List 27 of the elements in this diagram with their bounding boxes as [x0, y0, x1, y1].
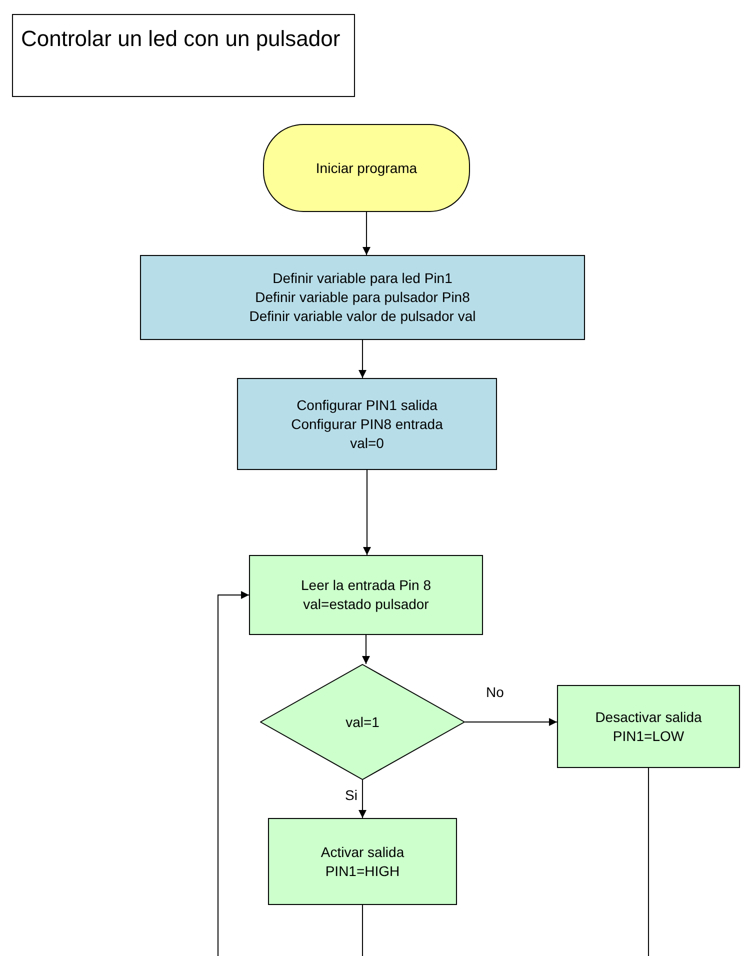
process-box [268, 818, 457, 905]
arrow [218, 591, 250, 956]
node-text: val=1 [344, 712, 380, 732]
title: Controlar un led con un pulsador [12, 14, 355, 97]
node-text: Iniciar programa [314, 158, 418, 178]
node-text: Activar salida PIN1=HIGH [320, 842, 406, 880]
process-box [557, 685, 740, 768]
node-text: Definir variable para led Pin1 [272, 269, 454, 288]
node-text: Configurar PIN8 entrada [290, 414, 444, 434]
edge-label: No [484, 684, 506, 700]
edge-label: Si [343, 787, 360, 803]
arrow [362, 634, 370, 664]
process-box [249, 555, 483, 635]
arrow [358, 340, 366, 378]
node-text: Configurar PIN1 salida [296, 396, 438, 414]
node-text: Definir variable valor de pulsador val [248, 307, 477, 326]
node-text: Definir variable para pulsador Pin8 [254, 288, 471, 307]
node-text: val=0 [349, 434, 385, 452]
process-box [140, 255, 585, 340]
arrow [358, 780, 366, 818]
node-text: Leer la entrada Pin 8 val=estado pulsador [300, 576, 432, 614]
decision-diamond [260, 664, 465, 780]
node-text: Desactivar salida PIN1=LOW [594, 708, 703, 746]
arrow [464, 718, 558, 726]
process-box [237, 378, 497, 470]
arrow [363, 470, 371, 556]
arrow [362, 212, 370, 256]
